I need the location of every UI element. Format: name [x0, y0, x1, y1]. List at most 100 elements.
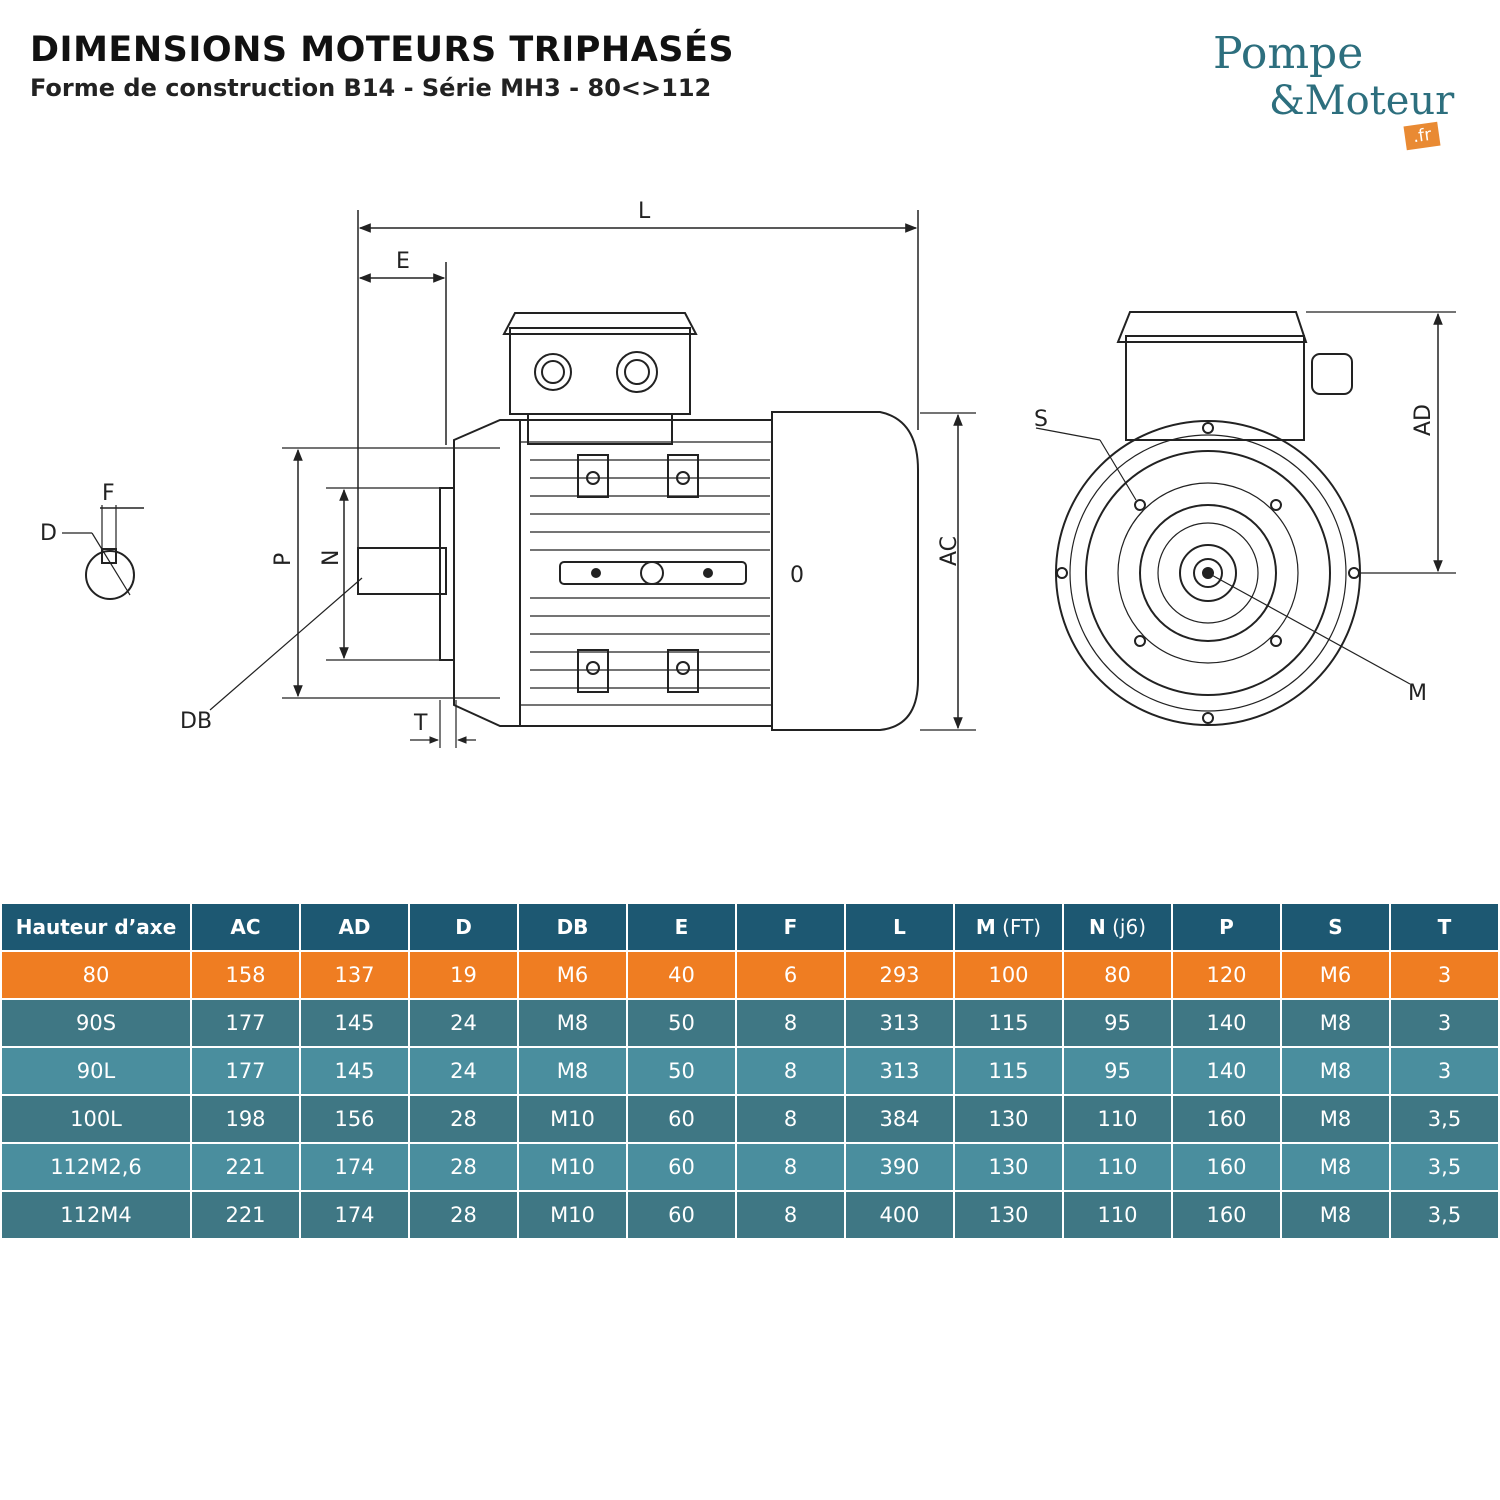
- table-cell: 100: [953, 950, 1064, 1000]
- table-cell: 140: [1171, 998, 1282, 1048]
- label-AD: AD: [1411, 404, 1436, 436]
- table-cell: M6: [1280, 950, 1391, 1000]
- label-M: M: [1408, 681, 1427, 706]
- table-cell: 24: [408, 1046, 519, 1096]
- column-header: Hauteur d’axe: [0, 902, 192, 952]
- motor-technical-drawing: L E F D P N DB T 0 AC AD S M: [40, 199, 1456, 748]
- table-cell: 115: [953, 1046, 1064, 1096]
- table-cell: 400: [844, 1190, 955, 1240]
- table-cell: 221: [190, 1190, 301, 1240]
- column-header-label: P: [1219, 915, 1234, 939]
- label-L: L: [638, 199, 651, 224]
- table-cell: 50: [626, 1046, 737, 1096]
- logo-line-2: &Moteur: [1269, 78, 1455, 124]
- column-header: S: [1280, 902, 1391, 952]
- motor-front-view: [1035, 311, 1456, 726]
- table-cell: 40: [626, 950, 737, 1000]
- table-cell: 177: [190, 998, 301, 1048]
- table-cell: 120: [1171, 950, 1282, 1000]
- table-cell: 140: [1171, 1046, 1282, 1096]
- table-cell: M8: [1280, 998, 1391, 1048]
- table-cell: 158: [190, 950, 301, 1000]
- table-cell: 130: [953, 1094, 1064, 1144]
- logo-line-1: Pompe: [1213, 28, 1364, 79]
- shaft-key-detail: [62, 505, 144, 600]
- table-cell: 145: [299, 1046, 410, 1096]
- column-header: F: [735, 902, 846, 952]
- table-cell: M8: [517, 998, 628, 1048]
- column-header-suffix: (FT): [995, 915, 1042, 939]
- table-cell: 384: [844, 1094, 955, 1144]
- column-header-label: AC: [230, 915, 261, 939]
- table-cell: 80: [1062, 950, 1173, 1000]
- table-cell: 145: [299, 998, 410, 1048]
- table-cell: 6: [735, 950, 846, 1000]
- table-cell: M10: [517, 1142, 628, 1192]
- page-title: DIMENSIONS MOTEURS TRIPHASÉS: [30, 30, 735, 70]
- table-cell: M8: [517, 1046, 628, 1096]
- table-cell: 95: [1062, 998, 1173, 1048]
- label-E: E: [396, 249, 410, 274]
- brand-logo: Pompe &Moteur .fr: [1205, 28, 1465, 158]
- column-header-label: E: [674, 915, 689, 939]
- table-cell: 160: [1171, 1142, 1282, 1192]
- column-header-label: DB: [556, 915, 589, 939]
- table-cell: M8: [1280, 1142, 1391, 1192]
- table-cell: 313: [844, 1046, 955, 1096]
- page-subtitle: Forme de construction B14 - Série MH3 - …: [30, 74, 712, 102]
- table-cell: 110: [1062, 1190, 1173, 1240]
- column-header: L: [844, 902, 955, 952]
- table-cell: 156: [299, 1094, 410, 1144]
- column-header: E: [626, 902, 737, 952]
- column-header-label: F: [783, 915, 798, 939]
- table-cell: 3: [1389, 1046, 1500, 1096]
- table-cell: M10: [517, 1190, 628, 1240]
- column-header-label: L: [893, 915, 906, 939]
- table-cell: 19: [408, 950, 519, 1000]
- table-cell: 8: [735, 1094, 846, 1144]
- column-header-label: D: [455, 915, 472, 939]
- table-cell: 293: [844, 950, 955, 1000]
- column-header-suffix: (j6): [1105, 915, 1146, 939]
- column-header-label: T: [1437, 915, 1452, 939]
- column-header: T: [1389, 902, 1500, 952]
- table-cell: 3,5: [1389, 1142, 1500, 1192]
- table-cell: 3: [1389, 998, 1500, 1048]
- table-cell: 160: [1171, 1190, 1282, 1240]
- table-cell: 174: [299, 1190, 410, 1240]
- table-cell: 28: [408, 1142, 519, 1192]
- table-cell: 90L: [0, 1046, 192, 1096]
- column-header: DB: [517, 902, 628, 952]
- label-DB: DB: [180, 709, 212, 734]
- table-cell: M8: [1280, 1046, 1391, 1096]
- table-cell: 137: [299, 950, 410, 1000]
- label-T: T: [413, 711, 428, 736]
- column-header-label: S: [1328, 915, 1343, 939]
- label-D: D: [40, 521, 57, 546]
- column-header: M (FT): [953, 902, 1064, 952]
- table-cell: M10: [517, 1094, 628, 1144]
- table-cell: 8: [735, 1142, 846, 1192]
- column-header: P: [1171, 902, 1282, 952]
- table-cell: 177: [190, 1046, 301, 1096]
- table-cell: 8: [735, 998, 846, 1048]
- table-cell: 100L: [0, 1094, 192, 1144]
- table-cell: 8: [735, 1190, 846, 1240]
- table-cell: 115: [953, 998, 1064, 1048]
- table-cell: 390: [844, 1142, 955, 1192]
- column-header-label: AD: [338, 915, 371, 939]
- motor-side-view: [357, 312, 919, 731]
- table-cell: 3,5: [1389, 1190, 1500, 1240]
- table-cell: 95: [1062, 1046, 1173, 1096]
- label-AC: AC: [937, 536, 962, 566]
- table-cell: 130: [953, 1142, 1064, 1192]
- table-cell: 60: [626, 1094, 737, 1144]
- table-cell: 3: [1389, 950, 1500, 1000]
